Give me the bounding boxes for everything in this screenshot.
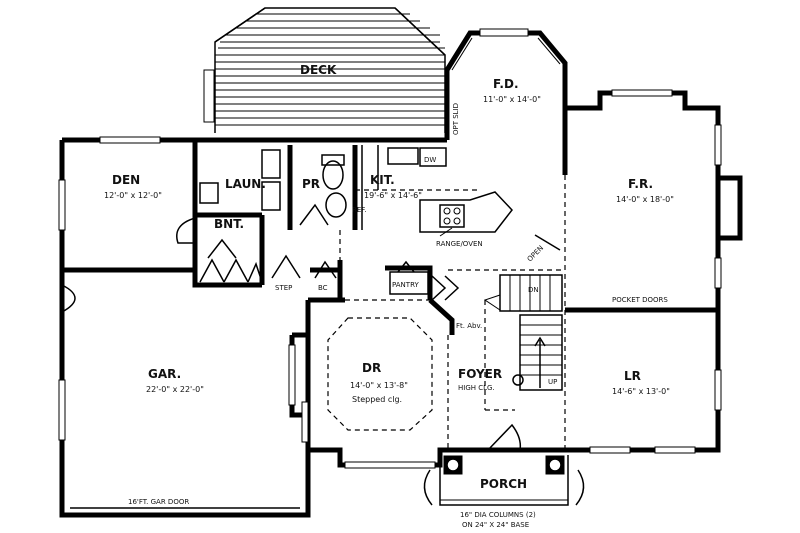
pocket-doors-label: POCKET DOORS [612,296,668,304]
front-door-swing [487,423,522,451]
gar-dim: 22'-0" x 22'-0" [146,385,204,394]
den-dim: 12'-0" x 12'-0" [104,191,162,200]
stairs [483,234,563,391]
deck [203,7,446,133]
dr-note: Stepped clg. [352,395,402,404]
columns-line1: 16" DIA COLUMNS (2) [460,511,536,519]
fd-dim: 11'-0" x 14'-0" [483,95,541,104]
garage-side-door [61,284,76,313]
garage-door-label: 16'FT. GAR DOOR [128,498,189,506]
columns-line2: ON 24" X 24" BASE [462,521,529,529]
ft-abv-label: Ft. Abv. [456,322,482,330]
bc-label: BC [318,284,328,292]
fd-label: F.D. [493,77,519,91]
exterior-walls [59,90,743,518]
den-label: DEN [112,173,140,187]
windows [58,89,722,469]
pantry-door [397,260,415,273]
foyer-label: FOYER [458,367,502,381]
gar-label: GAR. [148,367,181,381]
fd-bay [444,28,568,140]
pantry-box [389,271,429,295]
dr-label: DR [362,361,381,375]
fr-label: F.R. [628,177,653,191]
lr-dim: 14'-6" x 13'-0" [612,387,670,396]
kit-label: KIT. [370,173,395,187]
up-label: UP [548,378,557,386]
bnt-label: BNT. [214,217,244,231]
foyer-note: HIGH CLG. [458,384,495,392]
closet-doors [199,238,337,283]
kit-dim: 19'-6" x 14'-6" [364,191,422,200]
kitchen-fixtures [361,145,513,237]
open-label: OPEN [526,244,545,263]
ref-label: REF. [352,206,366,214]
pr-label: PR [302,177,320,191]
opt-slid-label: OPT SLID [452,103,460,135]
dn-label: DN [528,286,539,294]
powder-room-fixtures [299,154,347,226]
porch [423,455,585,506]
deck-label: DECK [300,63,337,77]
dr-dim: 14'-0" x 13'-8" [350,381,408,390]
interior-walls [192,108,718,335]
step-label: STEP [275,284,292,292]
fr-dim: 14'-0" x 18'-0" [616,195,674,204]
range-oven-label: RANGE/OVEN [436,240,483,248]
pantry-label: PANTRY [392,281,419,289]
porch-label: PORCH [480,477,527,491]
dashed-lines [327,175,566,450]
lr-label: LR [624,369,641,383]
dw-label: DW [424,156,436,164]
den-door-swing [176,217,196,244]
laundry-fixtures [199,149,281,211]
laun-label: LAUN. [225,177,266,191]
